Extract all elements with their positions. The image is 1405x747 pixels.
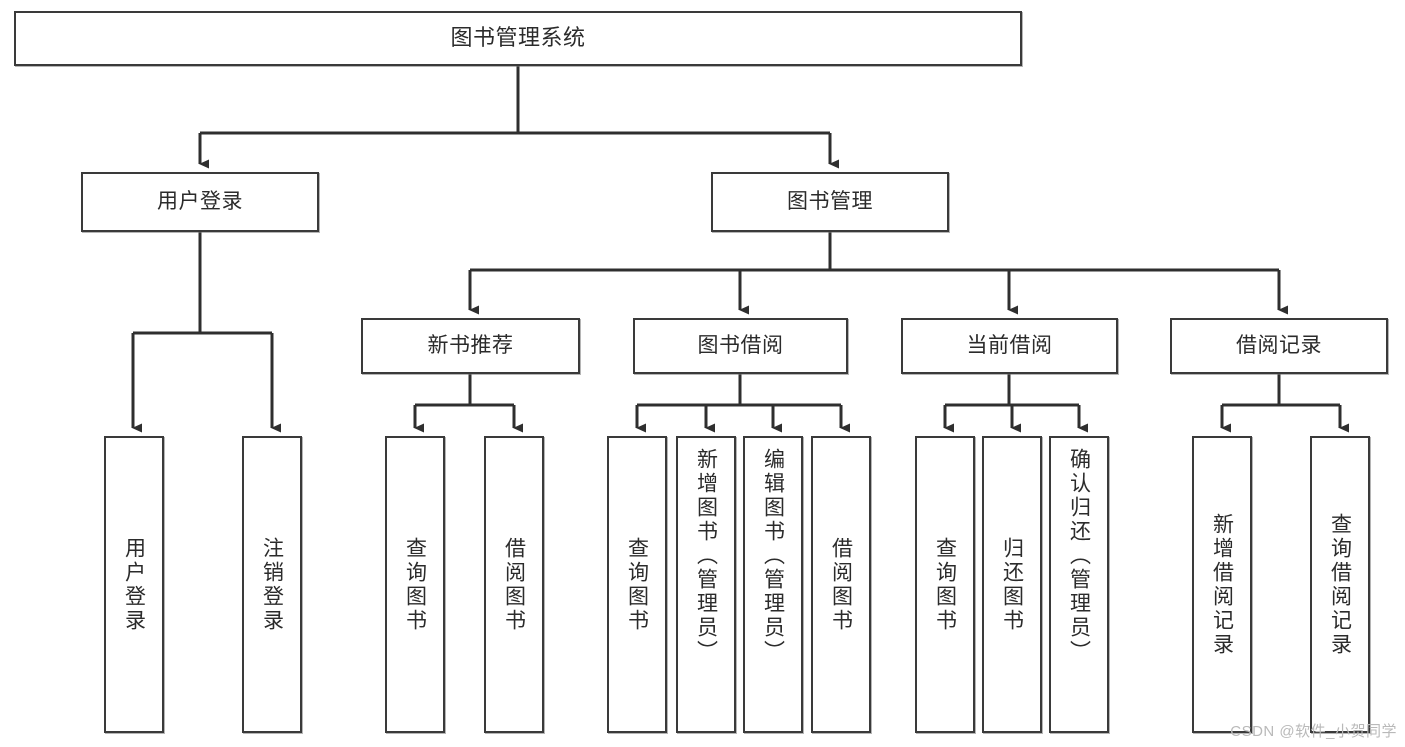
leaf-edit-book-admin[interactable]: 编辑图书（管理员） bbox=[743, 436, 803, 733]
watermark-text: CSDN @软件_小贺同学 bbox=[1230, 723, 1397, 740]
leaf-query-book-recommend[interactable]: 查询图书 bbox=[385, 436, 445, 733]
node-borrowing-records[interactable]: 借阅记录 bbox=[1170, 318, 1388, 374]
node-current-borrowing-label: 当前借阅 bbox=[966, 334, 1053, 358]
leaf-logout[interactable]: 注销登录 bbox=[242, 436, 302, 733]
leaf-add-book-admin[interactable]: 新增图书（管理员） bbox=[676, 436, 736, 733]
leaf-borrow-book-label: 借阅图书 bbox=[829, 536, 853, 633]
node-user-login[interactable]: 用户登录 bbox=[81, 172, 319, 232]
leaf-user-login-label: 用户登录 bbox=[122, 536, 146, 633]
node-book-management-label: 图书管理 bbox=[787, 190, 873, 214]
node-new-book-recommendation[interactable]: 新书推荐 bbox=[361, 318, 580, 374]
node-book-borrowing-label: 图书借阅 bbox=[697, 334, 784, 358]
node-book-borrowing[interactable]: 图书借阅 bbox=[633, 318, 848, 374]
node-root[interactable]: 图书管理系统 bbox=[14, 11, 1022, 66]
leaf-borrow-book-recommend-label: 借阅图书 bbox=[502, 536, 526, 633]
leaf-confirm-return-admin[interactable]: 确认归还（管理员） bbox=[1049, 436, 1109, 733]
leaf-user-login[interactable]: 用户登录 bbox=[104, 436, 164, 733]
leaf-confirm-return-admin-label: 确认归还（管理员） bbox=[1067, 448, 1091, 664]
node-user-login-label: 用户登录 bbox=[157, 190, 243, 214]
leaf-borrow-book-recommend[interactable]: 借阅图书 bbox=[484, 436, 544, 733]
leaf-query-book-borrowing-label: 查询图书 bbox=[625, 536, 649, 633]
node-root-label: 图书管理系统 bbox=[450, 25, 586, 51]
leaf-return-book-label: 归还图书 bbox=[1000, 536, 1024, 633]
node-book-management[interactable]: 图书管理 bbox=[711, 172, 949, 232]
leaf-add-borrow-record[interactable]: 新增借阅记录 bbox=[1192, 436, 1252, 733]
leaf-return-book[interactable]: 归还图书 bbox=[982, 436, 1042, 733]
node-borrowing-records-label: 借阅记录 bbox=[1236, 334, 1322, 358]
leaf-add-book-admin-label: 新增图书（管理员） bbox=[694, 448, 718, 664]
leaf-logout-label: 注销登录 bbox=[260, 536, 284, 633]
leaf-add-borrow-record-label: 新增借阅记录 bbox=[1210, 512, 1234, 657]
leaf-edit-book-admin-label: 编辑图书（管理员） bbox=[761, 448, 785, 664]
leaf-query-borrow-record[interactable]: 查询借阅记录 bbox=[1310, 436, 1370, 733]
leaf-query-book-current[interactable]: 查询图书 bbox=[915, 436, 975, 733]
leaf-query-borrow-record-label: 查询借阅记录 bbox=[1328, 512, 1352, 657]
leaf-query-book-recommend-label: 查询图书 bbox=[403, 536, 427, 633]
node-current-borrowing[interactable]: 当前借阅 bbox=[901, 318, 1118, 374]
leaf-borrow-book[interactable]: 借阅图书 bbox=[811, 436, 871, 733]
node-new-book-recommendation-label: 新书推荐 bbox=[427, 334, 514, 358]
leaf-query-book-current-label: 查询图书 bbox=[933, 536, 957, 633]
leaf-query-book-borrowing[interactable]: 查询图书 bbox=[607, 436, 667, 733]
